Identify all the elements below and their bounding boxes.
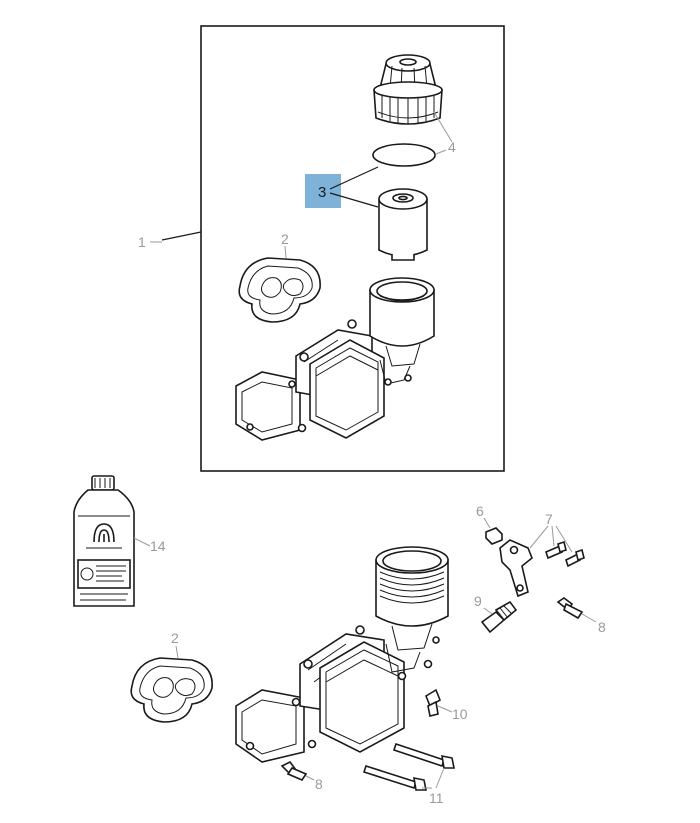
callout-6[interactable]: 6 xyxy=(476,503,491,529)
callout-2-upper[interactable]: 2 xyxy=(281,231,289,259)
callout-11-label: 11 xyxy=(429,790,444,806)
callout-9[interactable]: 9 xyxy=(474,593,493,615)
callout-10-label: 10 xyxy=(452,706,468,722)
bolt-8-lower[interactable] xyxy=(280,760,308,781)
bolt-7a[interactable] xyxy=(545,540,567,560)
callout-8-lower-label: 8 xyxy=(315,776,323,792)
engine-oil-bottle[interactable] xyxy=(73,475,135,607)
callout-2-lower-label: 2 xyxy=(171,630,179,646)
callout-10[interactable]: 10 xyxy=(437,705,468,722)
callout-14[interactable]: 14 xyxy=(133,537,166,554)
callout-4[interactable]: 4 xyxy=(433,111,456,155)
callout-2-lower[interactable]: 2 xyxy=(171,630,179,659)
callout-8-lower[interactable]: 8 xyxy=(305,775,323,792)
callout-8-right-label: 8 xyxy=(598,619,606,635)
fitting-10[interactable] xyxy=(425,688,441,717)
callout-3[interactable]: 3 xyxy=(305,166,379,208)
bolt-11a[interactable] xyxy=(392,742,455,769)
o-ring-seal[interactable] xyxy=(372,143,436,167)
gasket-lower[interactable] xyxy=(130,657,213,723)
callout-6-label: 6 xyxy=(476,503,484,519)
oil-filter-element[interactable] xyxy=(378,188,428,261)
callout-11[interactable]: 11 xyxy=(422,767,445,806)
oil-filter-housing-lower[interactable] xyxy=(235,546,449,763)
callout-4-label: 4 xyxy=(448,139,456,155)
callout-7[interactable]: 7 xyxy=(529,511,573,553)
callout-14-label: 14 xyxy=(150,538,166,554)
assembly-frame xyxy=(200,25,505,472)
callout-1[interactable]: 1 xyxy=(138,231,202,250)
callout-3-highlight xyxy=(305,174,341,208)
bracket-7[interactable] xyxy=(499,539,533,598)
cap-nut-6[interactable] xyxy=(485,527,503,545)
callout-3-label: 3 xyxy=(318,184,326,201)
callout-2-upper-label: 2 xyxy=(281,231,289,247)
callout-9-label: 9 xyxy=(474,593,482,609)
mopar-logo-icon xyxy=(93,523,115,543)
sensor-9[interactable] xyxy=(480,600,518,634)
callout-8-right[interactable]: 8 xyxy=(581,613,606,635)
bolt-11b[interactable] xyxy=(362,764,427,791)
oil-filter-cap[interactable] xyxy=(373,54,443,125)
oil-filter-housing-upper[interactable] xyxy=(235,277,435,441)
gasket-upper[interactable] xyxy=(238,257,321,323)
bolt-8-right[interactable] xyxy=(556,597,584,620)
callout-7-label: 7 xyxy=(545,511,553,527)
bolt-7b[interactable] xyxy=(565,548,585,568)
callout-1-label: 1 xyxy=(138,234,146,250)
